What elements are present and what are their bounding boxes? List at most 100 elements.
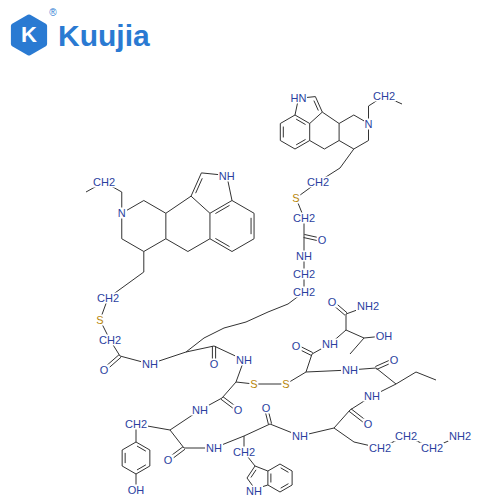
bond-line xyxy=(143,252,144,273)
atom-label: O xyxy=(317,235,328,246)
atom-label: NH2 xyxy=(356,301,380,312)
atom-label: CH2 xyxy=(306,177,330,188)
bond-line xyxy=(149,450,150,466)
bond-line xyxy=(144,201,166,214)
bond-line xyxy=(136,442,150,450)
bond-line xyxy=(191,173,201,196)
bond-line xyxy=(314,101,318,111)
bond-line xyxy=(346,330,364,338)
atom-label: O xyxy=(261,403,272,414)
bond-line xyxy=(334,428,354,442)
atom-label: S xyxy=(95,315,104,326)
bond-line xyxy=(222,382,236,398)
bond-line xyxy=(204,328,224,338)
bond-line xyxy=(270,474,271,483)
logo-icon xyxy=(13,17,44,53)
logo-text: Kuujia xyxy=(57,21,151,51)
atom-label: HN xyxy=(290,93,308,104)
atom-label: O xyxy=(209,359,220,370)
atom-label: CH2 xyxy=(124,419,148,430)
bond-line xyxy=(122,466,136,474)
atom-label: CH2 xyxy=(394,431,418,442)
bond-line xyxy=(296,119,305,124)
bond-line xyxy=(268,464,280,471)
atom-label: NH xyxy=(295,251,313,262)
bond-line xyxy=(280,485,292,492)
bond-line xyxy=(191,196,210,213)
atom-label: NH xyxy=(141,359,159,370)
bond-line xyxy=(350,338,364,354)
bond-line xyxy=(137,446,146,451)
atom-label: OH xyxy=(127,485,146,496)
atom-label: O xyxy=(163,455,174,466)
bond-line xyxy=(188,239,210,252)
bond-line xyxy=(354,141,369,150)
atom-label: NH xyxy=(291,431,309,442)
bond-line xyxy=(251,470,256,478)
atom-label: NH xyxy=(191,405,209,416)
atom-label: NH xyxy=(321,339,339,350)
bond-line xyxy=(306,354,312,372)
bond-line xyxy=(334,410,350,428)
bond-line xyxy=(310,141,325,150)
bond-line xyxy=(166,239,188,252)
atom-label: CH2 xyxy=(368,443,392,454)
atom-label: OH xyxy=(375,331,394,342)
atom-label: CH2 xyxy=(420,443,444,454)
bond-line xyxy=(396,372,416,384)
bond-line xyxy=(280,124,281,141)
bond-line xyxy=(339,141,354,150)
atom-label: O xyxy=(389,355,400,366)
bond-line xyxy=(281,484,289,488)
bond-line xyxy=(186,346,214,352)
bond-line xyxy=(136,466,150,474)
bond-line xyxy=(339,115,354,124)
atom-label: NH xyxy=(235,355,253,366)
atom-label: NH xyxy=(363,391,381,402)
bond-line xyxy=(122,239,144,252)
atom-label: CH2 xyxy=(372,91,396,102)
bond-line xyxy=(196,178,203,193)
bond-line xyxy=(376,368,396,384)
bond-line xyxy=(215,238,229,246)
atom-label: CH2 xyxy=(292,269,316,280)
atom-label: CH2 xyxy=(292,213,316,224)
bond-line xyxy=(125,453,126,463)
bond-line xyxy=(309,124,310,141)
bond-line xyxy=(209,213,210,239)
bond-line xyxy=(122,442,136,450)
bond-line xyxy=(244,424,270,436)
bond-line xyxy=(165,213,166,239)
bond-line xyxy=(254,213,255,239)
atom-label: O xyxy=(327,297,338,308)
bond-line xyxy=(232,201,254,214)
bond-line xyxy=(416,372,436,380)
atom-label: N xyxy=(117,208,127,219)
atom-label: N xyxy=(364,118,374,129)
bond-line xyxy=(137,465,146,470)
bond-line xyxy=(280,115,295,124)
bond-line xyxy=(280,464,292,471)
bond-line xyxy=(232,239,254,252)
bond-line xyxy=(346,314,347,330)
logo-text: K xyxy=(20,24,38,46)
atom-label: S xyxy=(291,193,300,204)
bond-line xyxy=(210,201,232,214)
bond-line xyxy=(268,485,280,492)
bond-line xyxy=(268,304,288,312)
atom-label: S xyxy=(249,379,258,390)
atom-label: O xyxy=(99,365,110,376)
atom-label: NH xyxy=(205,443,223,454)
atom-label: CH2 xyxy=(232,447,256,458)
bond-line xyxy=(215,205,229,213)
atom-label: CH2 xyxy=(292,287,316,298)
bond-line xyxy=(144,239,166,252)
bond-line xyxy=(281,468,289,472)
atom-label: O xyxy=(291,341,302,352)
bond-line xyxy=(280,141,295,150)
atom-label: S xyxy=(281,379,290,390)
bond-line xyxy=(247,466,255,478)
bond-line xyxy=(210,239,232,252)
atom-label: O xyxy=(363,419,374,430)
